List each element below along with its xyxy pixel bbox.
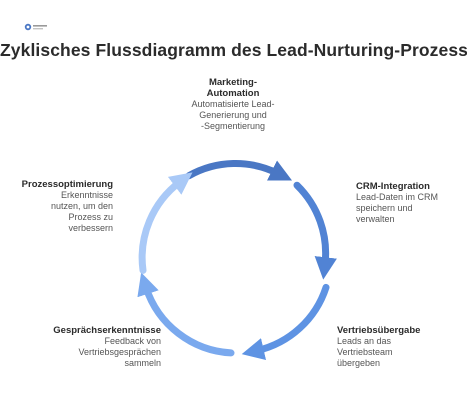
- stage-title: CRM-Integration: [356, 181, 430, 192]
- cycle-arrow-crm-to-handover: [293, 181, 337, 280]
- stage-title: Vertriebsübergabe: [337, 325, 421, 336]
- stage-description: Lead-Daten im CRM speichern und verwalte…: [356, 192, 439, 224]
- stage-description: Automatisierte Lead- Generierung und -Se…: [191, 99, 275, 131]
- brand-logo-icon: [23, 20, 51, 32]
- stage-process-optimization: Prozessoptimierung Erkenntnisse nutzen, …: [6, 179, 113, 234]
- page-title: Zyklisches Flussdiagramm des Lead-Nurtur…: [0, 40, 467, 60]
- stage-marketing-automation: Marketing- Automation Automatisierte Lea…: [178, 77, 288, 132]
- cycle-arrow-automation-to-crm: [185, 160, 293, 181]
- cycle-arrow-insights-to-optimization: [137, 272, 235, 357]
- stage-title: Prozessoptimierung: [21, 179, 113, 190]
- stage-description: Feedback von Vertriebsgesprächen sammeln: [78, 336, 161, 368]
- stage-title: Marketing- Automation: [206, 77, 260, 99]
- stage-conversation-insights: Gesprächserkenntnisse Feedback von Vertr…: [6, 325, 161, 369]
- stage-title: Gesprächserkenntnisse: [53, 325, 161, 336]
- cycle-arrow-handover-to-insights: [241, 283, 330, 360]
- stage-description: Leads an das Vertriebsteam übergeben: [337, 336, 393, 368]
- stage-crm-integration: CRM-Integration Lead-Daten im CRM speich…: [356, 181, 446, 225]
- stage-description: Erkenntnisse nutzen, um den Prozess zu v…: [50, 190, 113, 233]
- cycle-arrow-optimization-to-automation: [138, 172, 193, 274]
- stage-sales-handover: Vertriebsübergabe Leads an das Vertriebs…: [337, 325, 437, 369]
